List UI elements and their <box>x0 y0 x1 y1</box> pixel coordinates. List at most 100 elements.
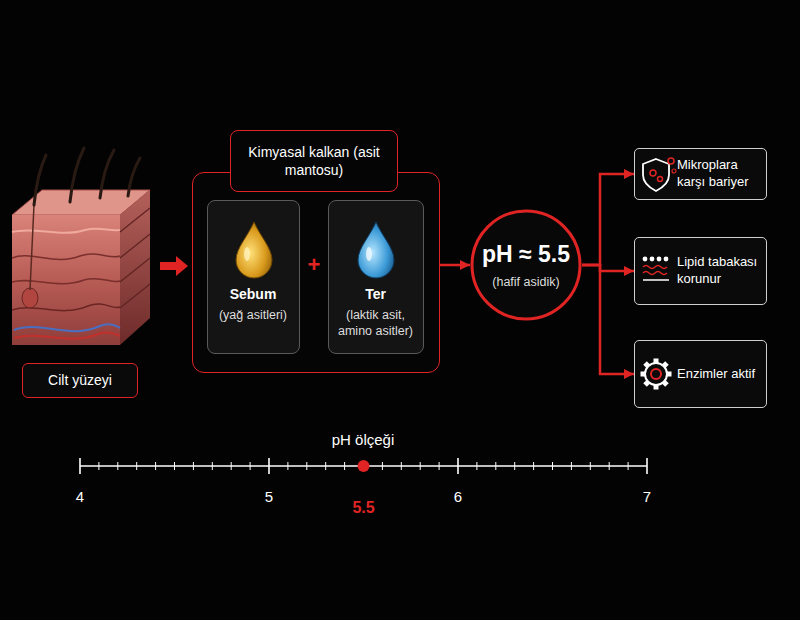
scale-tick <box>457 458 459 474</box>
skin-front <box>12 215 120 345</box>
effect-box: Lipid tabakası korunur <box>634 237 767 305</box>
effect-box: Enzimler aktif <box>634 340 767 408</box>
scale-tick <box>552 462 553 470</box>
node-title: Ter <box>365 285 386 303</box>
scale-tick <box>79 458 81 474</box>
skin-layer <box>12 254 120 259</box>
lipid-head <box>643 257 648 262</box>
scale-tick <box>268 458 270 474</box>
drop-highlight <box>244 247 250 261</box>
node-subtitle: (hafif asidik) <box>492 274 559 290</box>
scale-tick <box>628 462 629 470</box>
component-box: Sebum(yağ asitleri) <box>207 200 300 354</box>
lipid-base <box>643 279 669 281</box>
node-subtitle: (laktik asit, amino asitler) <box>332 307 420 340</box>
drop-highlight <box>366 247 372 261</box>
lipid-wave <box>643 266 667 269</box>
gear-tooth <box>667 372 672 377</box>
hair <box>34 155 46 205</box>
scale-tick <box>155 462 156 470</box>
skin-layer <box>12 229 120 233</box>
gear-tooth <box>662 380 669 387</box>
result-circle: pH ≈ 5.5 (hafif asidik) <box>470 209 582 321</box>
gear-tooth <box>643 380 650 387</box>
node-body: Ter (laktik asit, amino asitler) <box>329 201 423 353</box>
gear-tooth <box>654 385 659 390</box>
hair <box>128 158 140 196</box>
node-title: pH ≈ 5.5 <box>482 240 570 270</box>
node-body: Kimyasal kalkan (asit mantosu) <box>230 130 398 192</box>
scale-tick <box>98 462 99 470</box>
circle-shape <box>472 211 580 319</box>
scale-tick <box>136 462 137 470</box>
hair <box>70 148 84 202</box>
scale-number: 5 <box>265 488 273 505</box>
skin-side <box>120 190 150 345</box>
scale-tick <box>363 462 364 470</box>
hair-root <box>30 205 34 290</box>
scale-number: 7 <box>643 488 651 505</box>
scale-tick <box>193 462 194 470</box>
scale-tick <box>287 462 288 470</box>
node-body: Mikroplara karşı bariyer <box>635 149 766 199</box>
microbe <box>672 169 676 173</box>
scale-marker <box>358 460 370 472</box>
skin-layer <box>12 278 120 283</box>
node-subtitle: (yağ asitleri) <box>219 307 287 323</box>
gear-icon <box>641 359 672 390</box>
node-title: Enzimler aktif <box>677 366 765 383</box>
lipid-wave <box>643 272 667 275</box>
node-title: Mikroplara karşı bariyer <box>677 157 765 191</box>
plus-sign: + <box>308 252 321 278</box>
scale-tick <box>590 462 591 470</box>
microbe <box>650 170 656 176</box>
scale-tick <box>212 462 213 470</box>
effect-box: Mikroplara karşı bariyer <box>634 148 767 200</box>
hair <box>100 150 114 198</box>
lipid-head <box>664 257 669 262</box>
lipid-head <box>650 257 655 262</box>
scale-tick <box>533 462 534 470</box>
hair-bulb <box>22 288 38 308</box>
node-body: pH ≈ 5.5 (hafif asidik) <box>470 209 582 321</box>
lipid-head <box>657 257 662 262</box>
flow-connector <box>582 174 634 265</box>
node-body: Sebum(yağ asitleri) <box>208 201 299 353</box>
scale-title: pH ölçeği <box>332 431 395 448</box>
gear-tooth <box>662 361 669 368</box>
sebum-drop <box>236 222 272 278</box>
skin-illustration <box>12 148 150 345</box>
scale-tick <box>306 462 307 470</box>
lipid-icon <box>643 257 669 280</box>
blood-vessel <box>14 332 120 338</box>
scale-line <box>80 465 647 467</box>
sweat-drop <box>358 222 394 278</box>
scale-tick <box>250 462 251 470</box>
drop-shape <box>358 222 394 278</box>
skin-layer <box>120 208 150 308</box>
scale-tick <box>344 462 345 470</box>
scale-tick <box>439 462 440 470</box>
microbe <box>658 177 663 182</box>
blood-vessel <box>14 324 120 331</box>
node-body: Enzimler aktif <box>635 341 766 407</box>
node-title: Cilt yüzeyi <box>48 371 112 389</box>
scale-tick <box>646 458 648 474</box>
gear-hub <box>651 369 661 379</box>
scale-tick <box>231 462 232 470</box>
scale-tick <box>476 462 477 470</box>
shield-icon <box>643 158 676 191</box>
drop-shape <box>236 222 272 278</box>
scale-tick <box>117 462 118 470</box>
label-box: Cilt yüzeyi <box>22 363 138 398</box>
scale-tick <box>571 462 572 470</box>
scale-tick <box>420 462 421 470</box>
node-title: Lipid tabakası korunur <box>677 254 769 288</box>
scale-number: 6 <box>454 488 462 505</box>
flow-connector <box>582 265 634 271</box>
scale-tick <box>609 462 610 470</box>
gear-tooth <box>654 359 659 364</box>
